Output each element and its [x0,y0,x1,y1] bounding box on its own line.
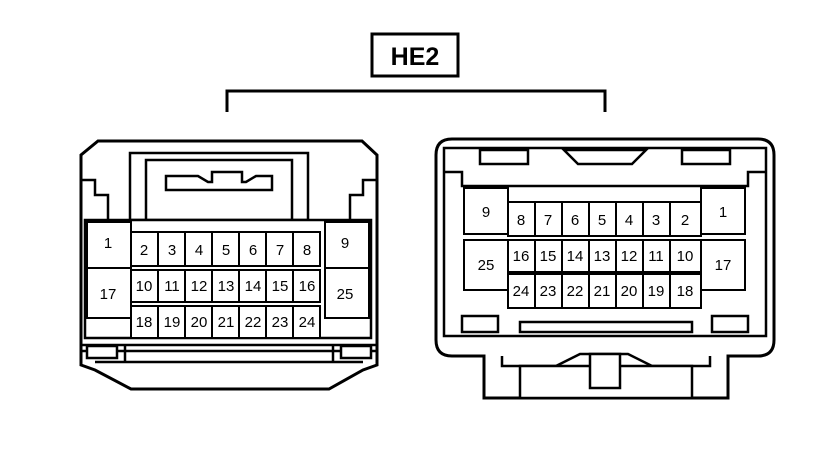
left-pin-22: 22 [245,314,262,331]
right-pin-3: 3 [652,212,660,229]
left-pin-2: 2 [140,242,148,259]
right-pin-19: 19 [648,283,665,300]
left-pin-13: 13 [218,278,235,295]
right-pin-20: 20 [621,283,638,300]
right-pin-24: 24 [513,283,530,300]
left-pin-24: 24 [299,314,316,331]
right-connector-housing [434,137,776,400]
title-box [370,32,460,78]
left-pin-3: 3 [168,242,176,259]
right-pin-22: 22 [567,283,584,300]
left-pin-9: 9 [341,235,349,252]
left-pin-1: 1 [104,235,112,252]
left-pin-23: 23 [272,314,289,331]
right-pin-23: 23 [540,283,557,300]
connector-bracket [225,89,607,112]
right-pin-9: 9 [482,204,490,221]
left-pin-grid [86,221,370,339]
right-pin-6: 6 [571,212,579,229]
right-pin-2: 2 [681,212,689,229]
right-pin-18: 18 [677,283,694,300]
right-pin-7: 7 [544,212,552,229]
right-pin-14: 14 [567,248,584,265]
left-pin-18: 18 [136,314,153,331]
left-pin-21: 21 [218,314,235,331]
left-pin-12: 12 [191,278,208,295]
title-label: HE2 [391,43,440,71]
right-pin-1: 1 [719,204,727,221]
left-pin-6: 6 [249,242,257,259]
right-pin-12: 12 [621,248,638,265]
right-pin-17: 17 [715,257,732,274]
left-pin-20: 20 [191,314,208,331]
left-pin-16: 16 [299,278,316,295]
left-pin-labels: 1 2 3 4 5 6 7 8 9 17 10 11 12 13 14 15 1… [100,235,354,331]
right-pin-21: 21 [594,283,611,300]
right-pin-5: 5 [598,212,606,229]
left-pin-14: 14 [245,278,262,295]
left-pin-17: 17 [100,286,117,303]
right-pin-25: 25 [478,257,495,274]
right-pin-16: 16 [513,248,530,265]
right-pin-grid [463,187,746,309]
left-pin-25: 25 [337,286,354,303]
left-pin-15: 15 [272,278,289,295]
right-pin-13: 13 [594,248,611,265]
right-pin-4: 4 [625,212,633,229]
left-pin-8: 8 [303,242,311,259]
left-pin-10: 10 [136,278,153,295]
left-pin-11: 11 [164,278,180,295]
right-pin-15: 15 [540,248,557,265]
right-pin-11: 11 [648,248,664,265]
right-pin-labels: 9 8 7 6 5 4 3 2 1 25 16 15 14 13 12 11 1… [478,204,732,300]
right-pin-8: 8 [517,212,525,229]
left-pin-5: 5 [222,242,230,259]
left-pin-4: 4 [195,242,203,259]
right-pin-10: 10 [677,248,694,265]
left-pin-19: 19 [164,314,181,331]
left-pin-7: 7 [276,242,284,259]
connector-title: HE2 [370,32,460,78]
